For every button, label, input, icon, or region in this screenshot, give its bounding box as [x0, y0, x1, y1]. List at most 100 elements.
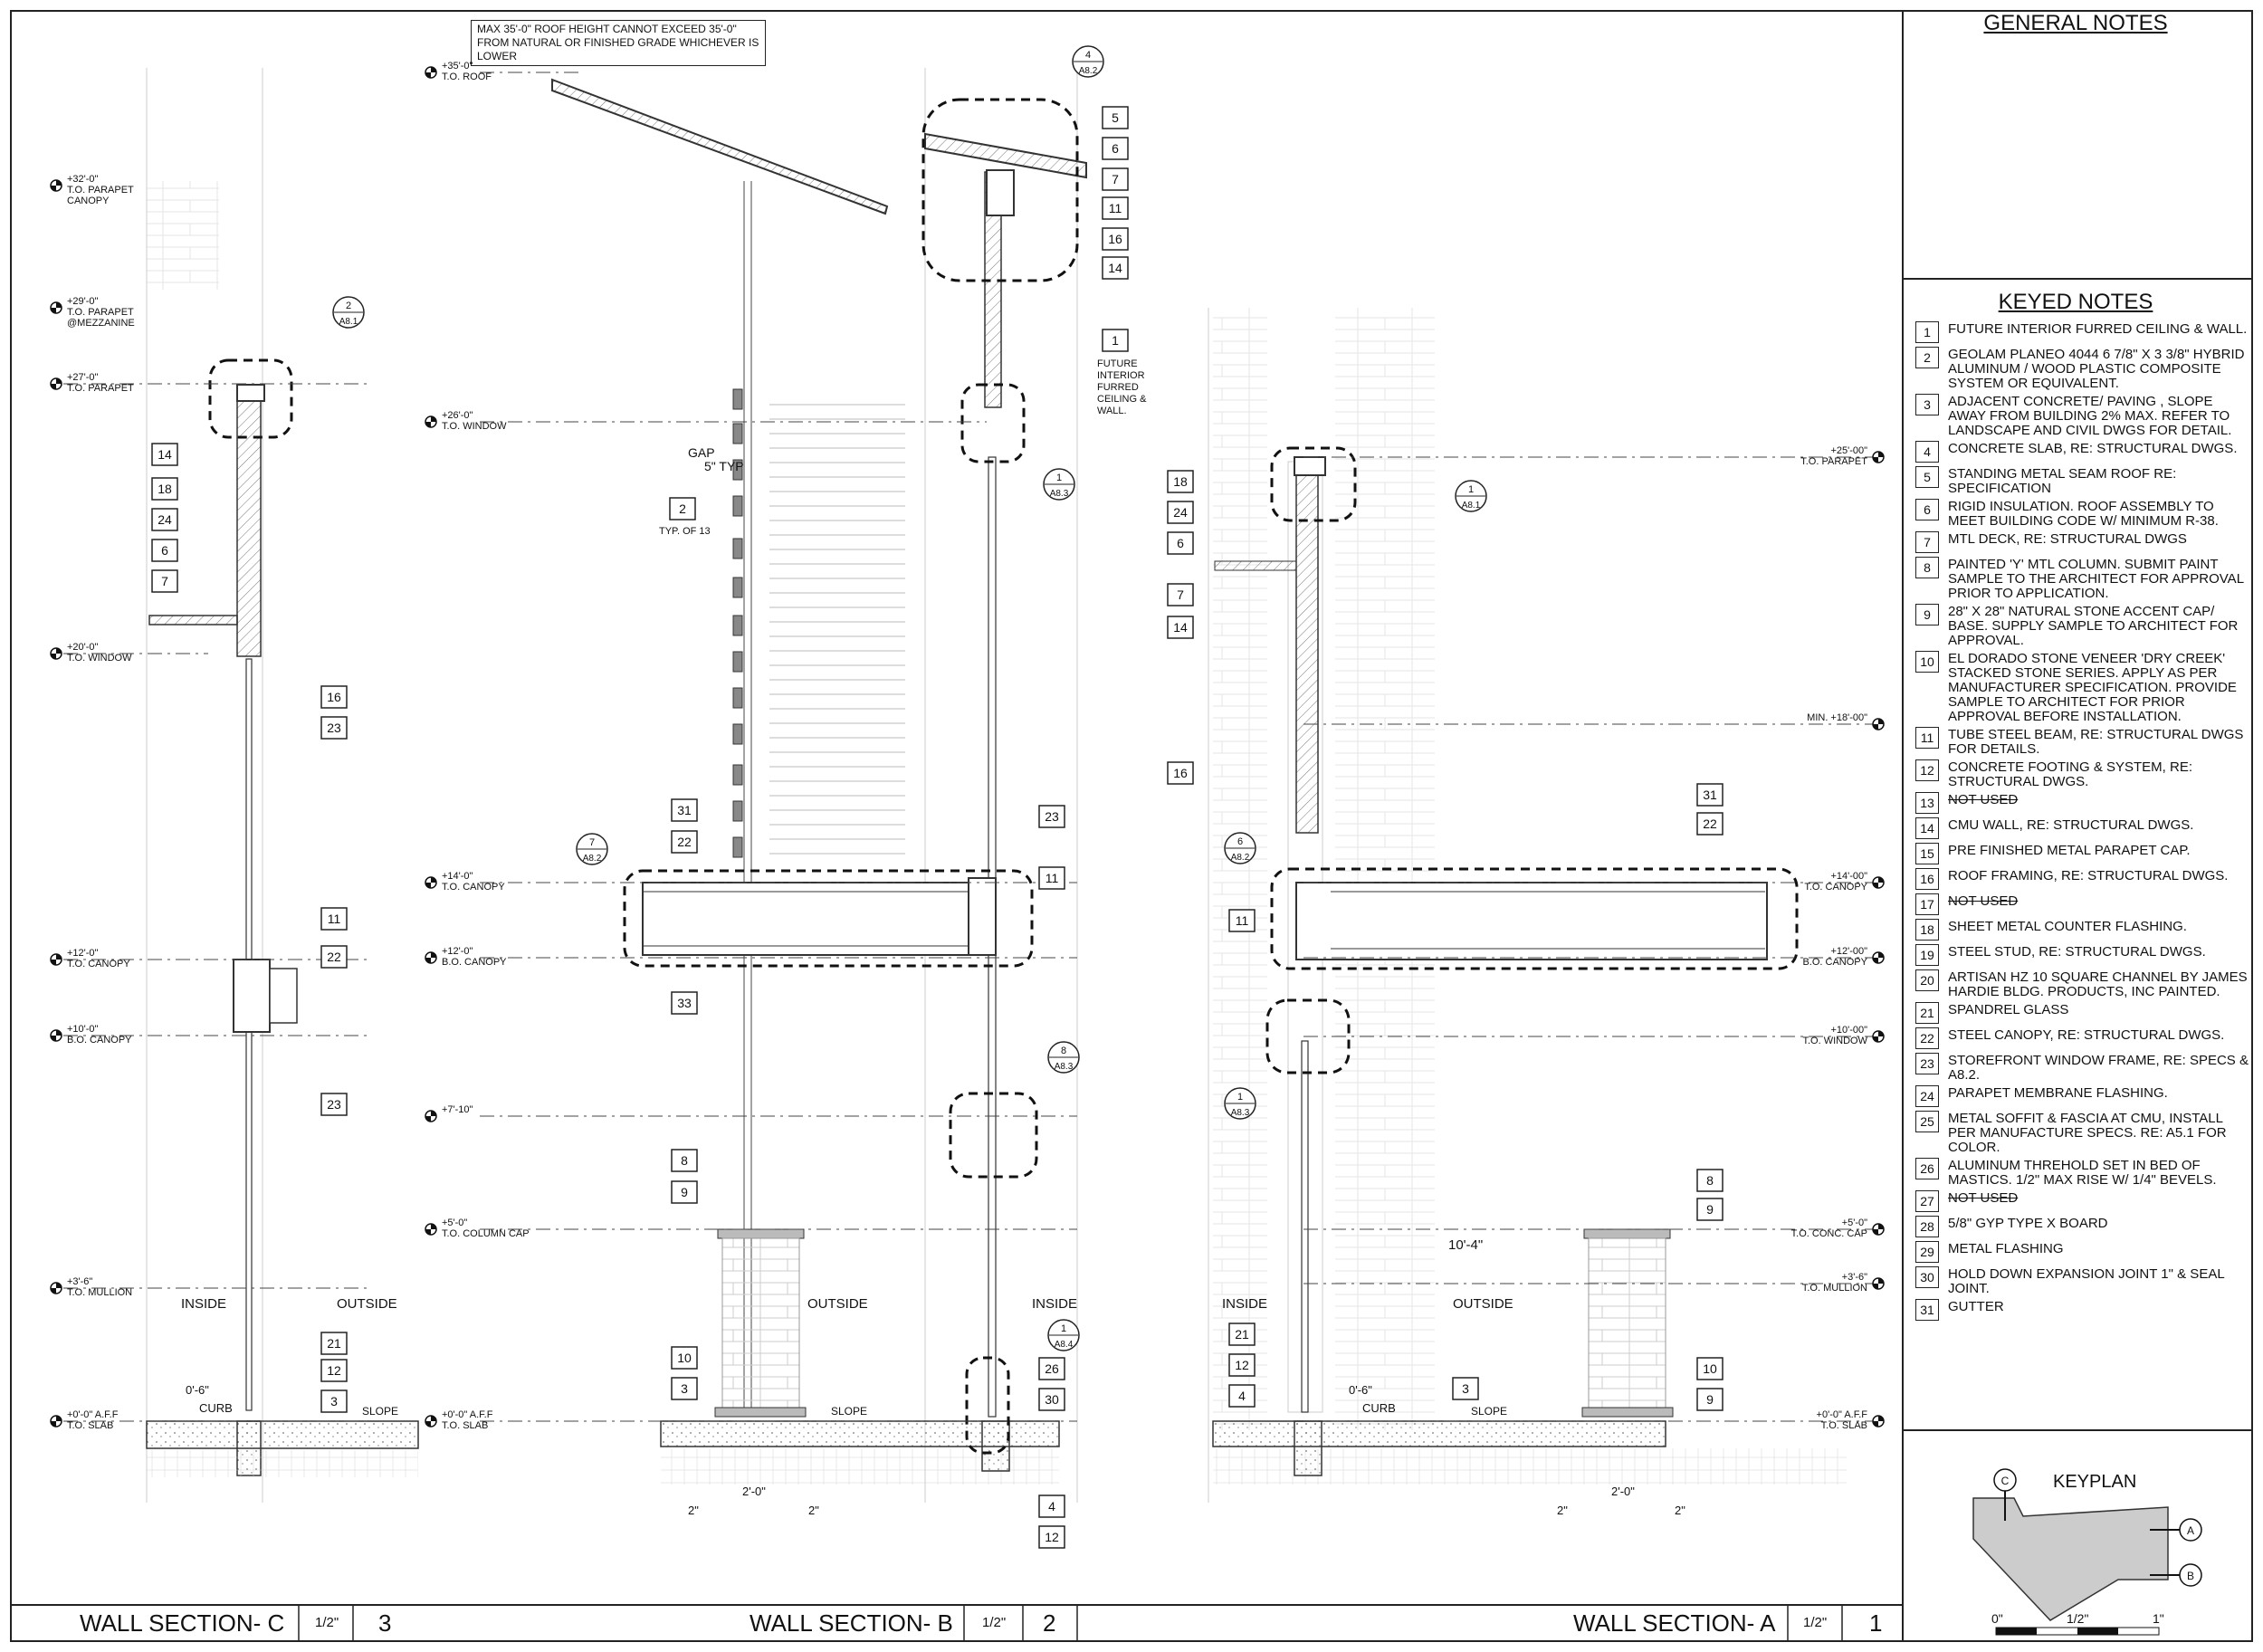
future-note-line: CEILING & [1097, 394, 1147, 405]
keyed-note-number: 20 [1915, 969, 1939, 991]
note-tag-box [320, 907, 348, 931]
curb-dim: 0'-6" [1349, 1383, 1372, 1397]
note-tag-14: 14 [1173, 620, 1188, 635]
note-tag-box [671, 1346, 698, 1370]
note-tag-23: 23 [327, 721, 341, 735]
note-tag-30: 30 [1045, 1392, 1059, 1407]
keyed-note-number: 9 [1915, 604, 1939, 625]
keyed-note-number: 16 [1915, 868, 1939, 890]
keyed-note-text: ARTISAN HZ 10 SQUARE CHANNEL BY JAMES HA… [1948, 969, 2248, 999]
note-tag-box [151, 443, 178, 466]
section-a [1208, 308, 1874, 1503]
note-tag-8: 8 [1706, 1173, 1714, 1188]
note-tag-box [1038, 805, 1065, 828]
level-value: +3'-6" [67, 1276, 92, 1287]
note-tag-23: 23 [1045, 809, 1059, 824]
keyed-note-text: RIGID INSULATION. ROOF ASSEMBLY TO MEET … [1948, 499, 2219, 529]
keyed-note-text: CONCRETE FOOTING & SYSTEM, RE: STRUCTURA… [1948, 759, 2193, 789]
level-marker-fill [425, 1224, 436, 1235]
keyed-note-number: 8 [1915, 557, 1939, 578]
note-tag-14: 14 [158, 447, 172, 462]
keyed-note-text: 5/8" GYP TYPE X BOARD [1948, 1216, 2108, 1231]
dim-right: 2" [1675, 1504, 1685, 1517]
detail-ref-number: 1 [1468, 484, 1474, 495]
detail-ref-number: 4 [1085, 50, 1091, 61]
level-label: T.O. CANOPY [1804, 882, 1867, 893]
keyed-note-text: 28" X 28" NATURAL STONE ACCENT CAP/ BASE… [1948, 604, 2239, 648]
note-tag-box [671, 830, 698, 854]
slope-label: SLOPE [831, 1405, 867, 1418]
level-value: +5'-0" [1842, 1218, 1867, 1228]
note-tag-31: 31 [677, 803, 692, 817]
inside-label: INSIDE [1222, 1296, 1267, 1312]
section-b [480, 68, 1087, 1503]
note-tag-box [1167, 616, 1194, 639]
keyed-note-number: 6 [1915, 499, 1939, 520]
keyed-note-20: 20 ARTISAN HZ 10 SQUARE CHANNEL BY JAMES … [1915, 967, 2250, 999]
note-tag-26: 26 [1045, 1361, 1059, 1376]
note-tag-6: 6 [161, 543, 168, 558]
level-marker-fill [51, 302, 62, 313]
note-tag-22: 22 [327, 950, 341, 964]
note-tag-6: 6 [1177, 536, 1184, 550]
level-marker-fill [425, 67, 436, 78]
level-marker-fill [51, 1030, 62, 1041]
note-tag-7: 7 [161, 574, 168, 588]
level-value: +25'-00" [1830, 445, 1867, 456]
number-wall-section-c: 3 [378, 1609, 392, 1637]
keyed-note-text: CMU WALL, RE: STRUCTURAL DWGS. [1948, 817, 2194, 833]
title-wall-section-c: WALL SECTION- C [80, 1609, 285, 1637]
note-tag-box [320, 1093, 348, 1116]
note-tag-box [1102, 256, 1129, 280]
note-tag-box [1102, 106, 1129, 129]
keyed-note-text: FUTURE INTERIOR FURRED CEILING & WALL. [1948, 321, 2248, 337]
note-tag-11: 11 [1236, 913, 1249, 928]
level-marker-fill [51, 378, 62, 389]
level-label: B.O. CANOPY [67, 1035, 132, 1046]
detail-ref-sheet: A8.3 [1050, 489, 1069, 499]
keyed-note-text: STEEL STUD, RE: STRUCTURAL DWGS. [1948, 944, 2206, 960]
tag-2-note: TYP. OF 13 [659, 526, 711, 537]
note-tag-9: 9 [681, 1185, 688, 1199]
note-tag-3: 3 [681, 1381, 688, 1396]
detail-ref-number: 1 [1061, 1323, 1066, 1334]
keyplan-marker-label: B [2187, 1570, 2194, 1582]
keyed-note-text: METAL FLASHING [1948, 1241, 2064, 1256]
detail-ref-number: 2 [346, 301, 351, 311]
note-tag-4: 4 [1238, 1389, 1246, 1403]
level-marker-fill [425, 952, 436, 963]
note-tag-box [1038, 1357, 1065, 1380]
note-tag-box [1102, 329, 1129, 352]
note-tag-box [320, 716, 348, 740]
level-marker-fill [1873, 1278, 1884, 1289]
note-tag-18: 18 [158, 482, 172, 496]
level-marker-fill [425, 1416, 436, 1427]
future-note-line: FURRED [1097, 382, 1139, 393]
level-marker-fill [425, 416, 436, 427]
keyed-note-text: SPANDREL GLASS [1948, 1002, 2069, 1017]
detail-ref-sheet: A8.2 [1079, 66, 1098, 76]
level-marker-fill [1873, 1031, 1884, 1042]
future-note-line: FUTURE [1097, 358, 1138, 369]
slope-label: SLOPE [1471, 1405, 1507, 1418]
note-tag-16: 16 [1108, 232, 1122, 246]
note-tag-7: 7 [1112, 172, 1119, 186]
level-label: B.O. CANOPY [1802, 957, 1867, 968]
note-tag-box [1038, 1388, 1065, 1411]
level-label: T.O. COLUMN CAP [442, 1228, 530, 1239]
note-tag-box [320, 1359, 348, 1382]
note-tag-box [320, 1389, 348, 1413]
note-tag-5: 5 [1112, 110, 1119, 125]
keyed-note-text: GUTTER [1948, 1299, 2004, 1314]
gap-value: 5" TYP [704, 459, 744, 473]
